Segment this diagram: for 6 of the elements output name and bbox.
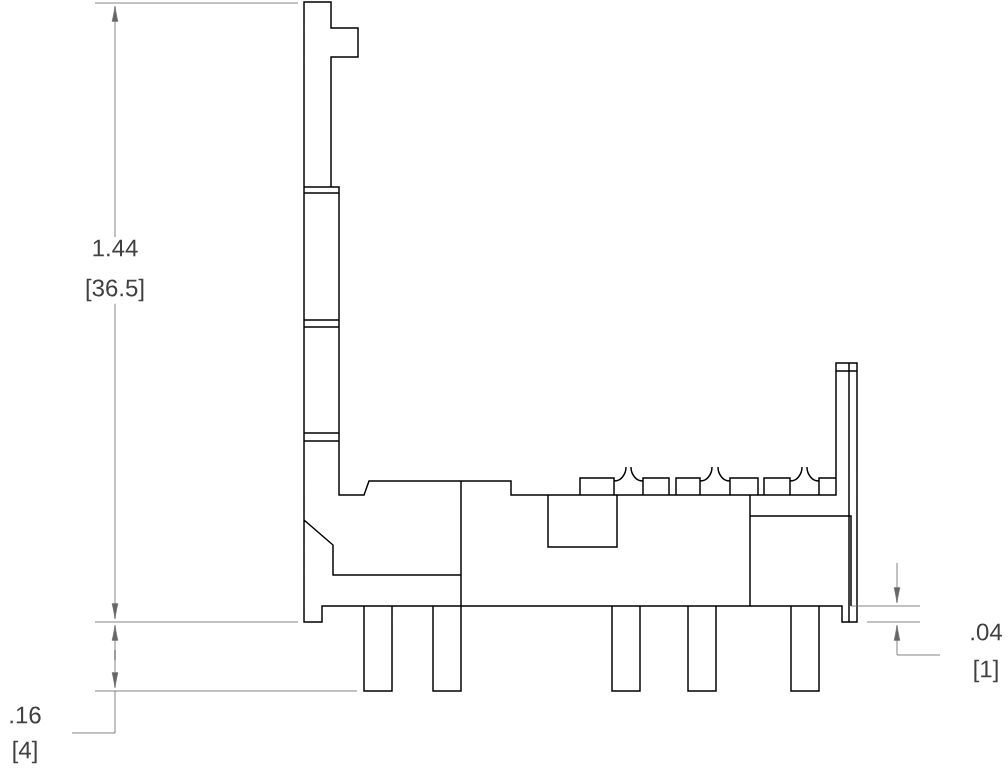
dimension-value: [36.5] [82, 276, 148, 304]
dimension-value: 1.44 [89, 237, 142, 259]
dimension-value: [4] [9, 738, 41, 766]
dimension-value: .16 [5, 703, 45, 727]
dimension-value: [1] [970, 657, 1002, 685]
dimension-value: .04 [966, 620, 1006, 644]
